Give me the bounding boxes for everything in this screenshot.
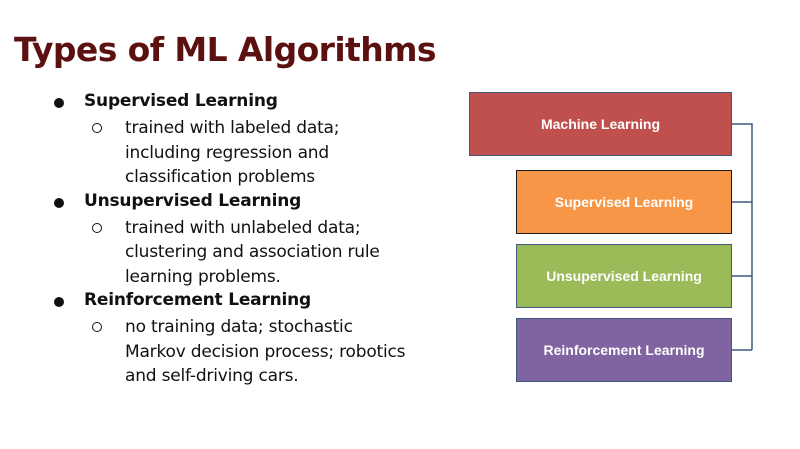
bullet-head: Unsupervised Learning (50, 190, 450, 216)
sub-bullet-line: no training data; stochastic (125, 317, 353, 337)
bullet-dot-icon (54, 197, 64, 208)
bullet-label: Supervised Learning (84, 91, 278, 111)
bullet-dot-icon (54, 297, 64, 307)
sub-bullet-line: Markov decision process; robotics (125, 341, 406, 362)
box-supervised-learning: Supervised Learning (516, 170, 732, 234)
sub-bullet-ring-icon (92, 123, 102, 133)
bullet-head: Supervised Learning (50, 90, 450, 116)
bullet-unsupervised: Unsupervised Learning trained with unlab… (50, 190, 450, 290)
bullet-head: Reinforcement Learning (50, 289, 450, 315)
sub-bullet-line: trained with unlabeled data; (125, 217, 361, 238)
box-unsupervised-learning: Unsupervised Learning (516, 244, 732, 308)
sub-bullet-line: trained with labeled data; (125, 118, 340, 138)
bullet-reinforcement: Reinforcement Learning no training data;… (50, 289, 450, 389)
sub-bullet-line: learning problems. (125, 266, 281, 287)
bullet-supervised: Supervised Learning trained with labeled… (50, 90, 450, 190)
slide-title: Types of ML Algorithms (14, 30, 437, 69)
sub-bullet: trained with unlabeled data; clustering … (50, 216, 445, 290)
sub-bullet-ring-icon (92, 222, 102, 233)
sub-bullet-line: including regression and (125, 142, 329, 163)
sub-bullet-ring-icon (92, 322, 102, 332)
sub-bullet-line: clustering and association rule (125, 242, 380, 262)
box-machine-learning: Machine Learning (469, 92, 732, 156)
sub-bullet: trained with labeled data; including reg… (50, 116, 445, 190)
sub-bullet-line: classification problems (125, 167, 315, 187)
bullet-label: Reinforcement Learning (84, 290, 312, 310)
bullet-label: Unsupervised Learning (84, 190, 302, 211)
sub-bullet: no training data; stochastic Markov deci… (50, 315, 445, 389)
bullet-dot-icon (54, 98, 64, 108)
connector-trunk (732, 123, 753, 350)
box-reinforcement-learning: Reinforcement Learning (516, 318, 732, 382)
sub-bullet-line: and self-driving cars. (125, 366, 299, 386)
bullet-list: Supervised Learning trained with labeled… (50, 90, 450, 389)
connector-lines (732, 123, 753, 351)
